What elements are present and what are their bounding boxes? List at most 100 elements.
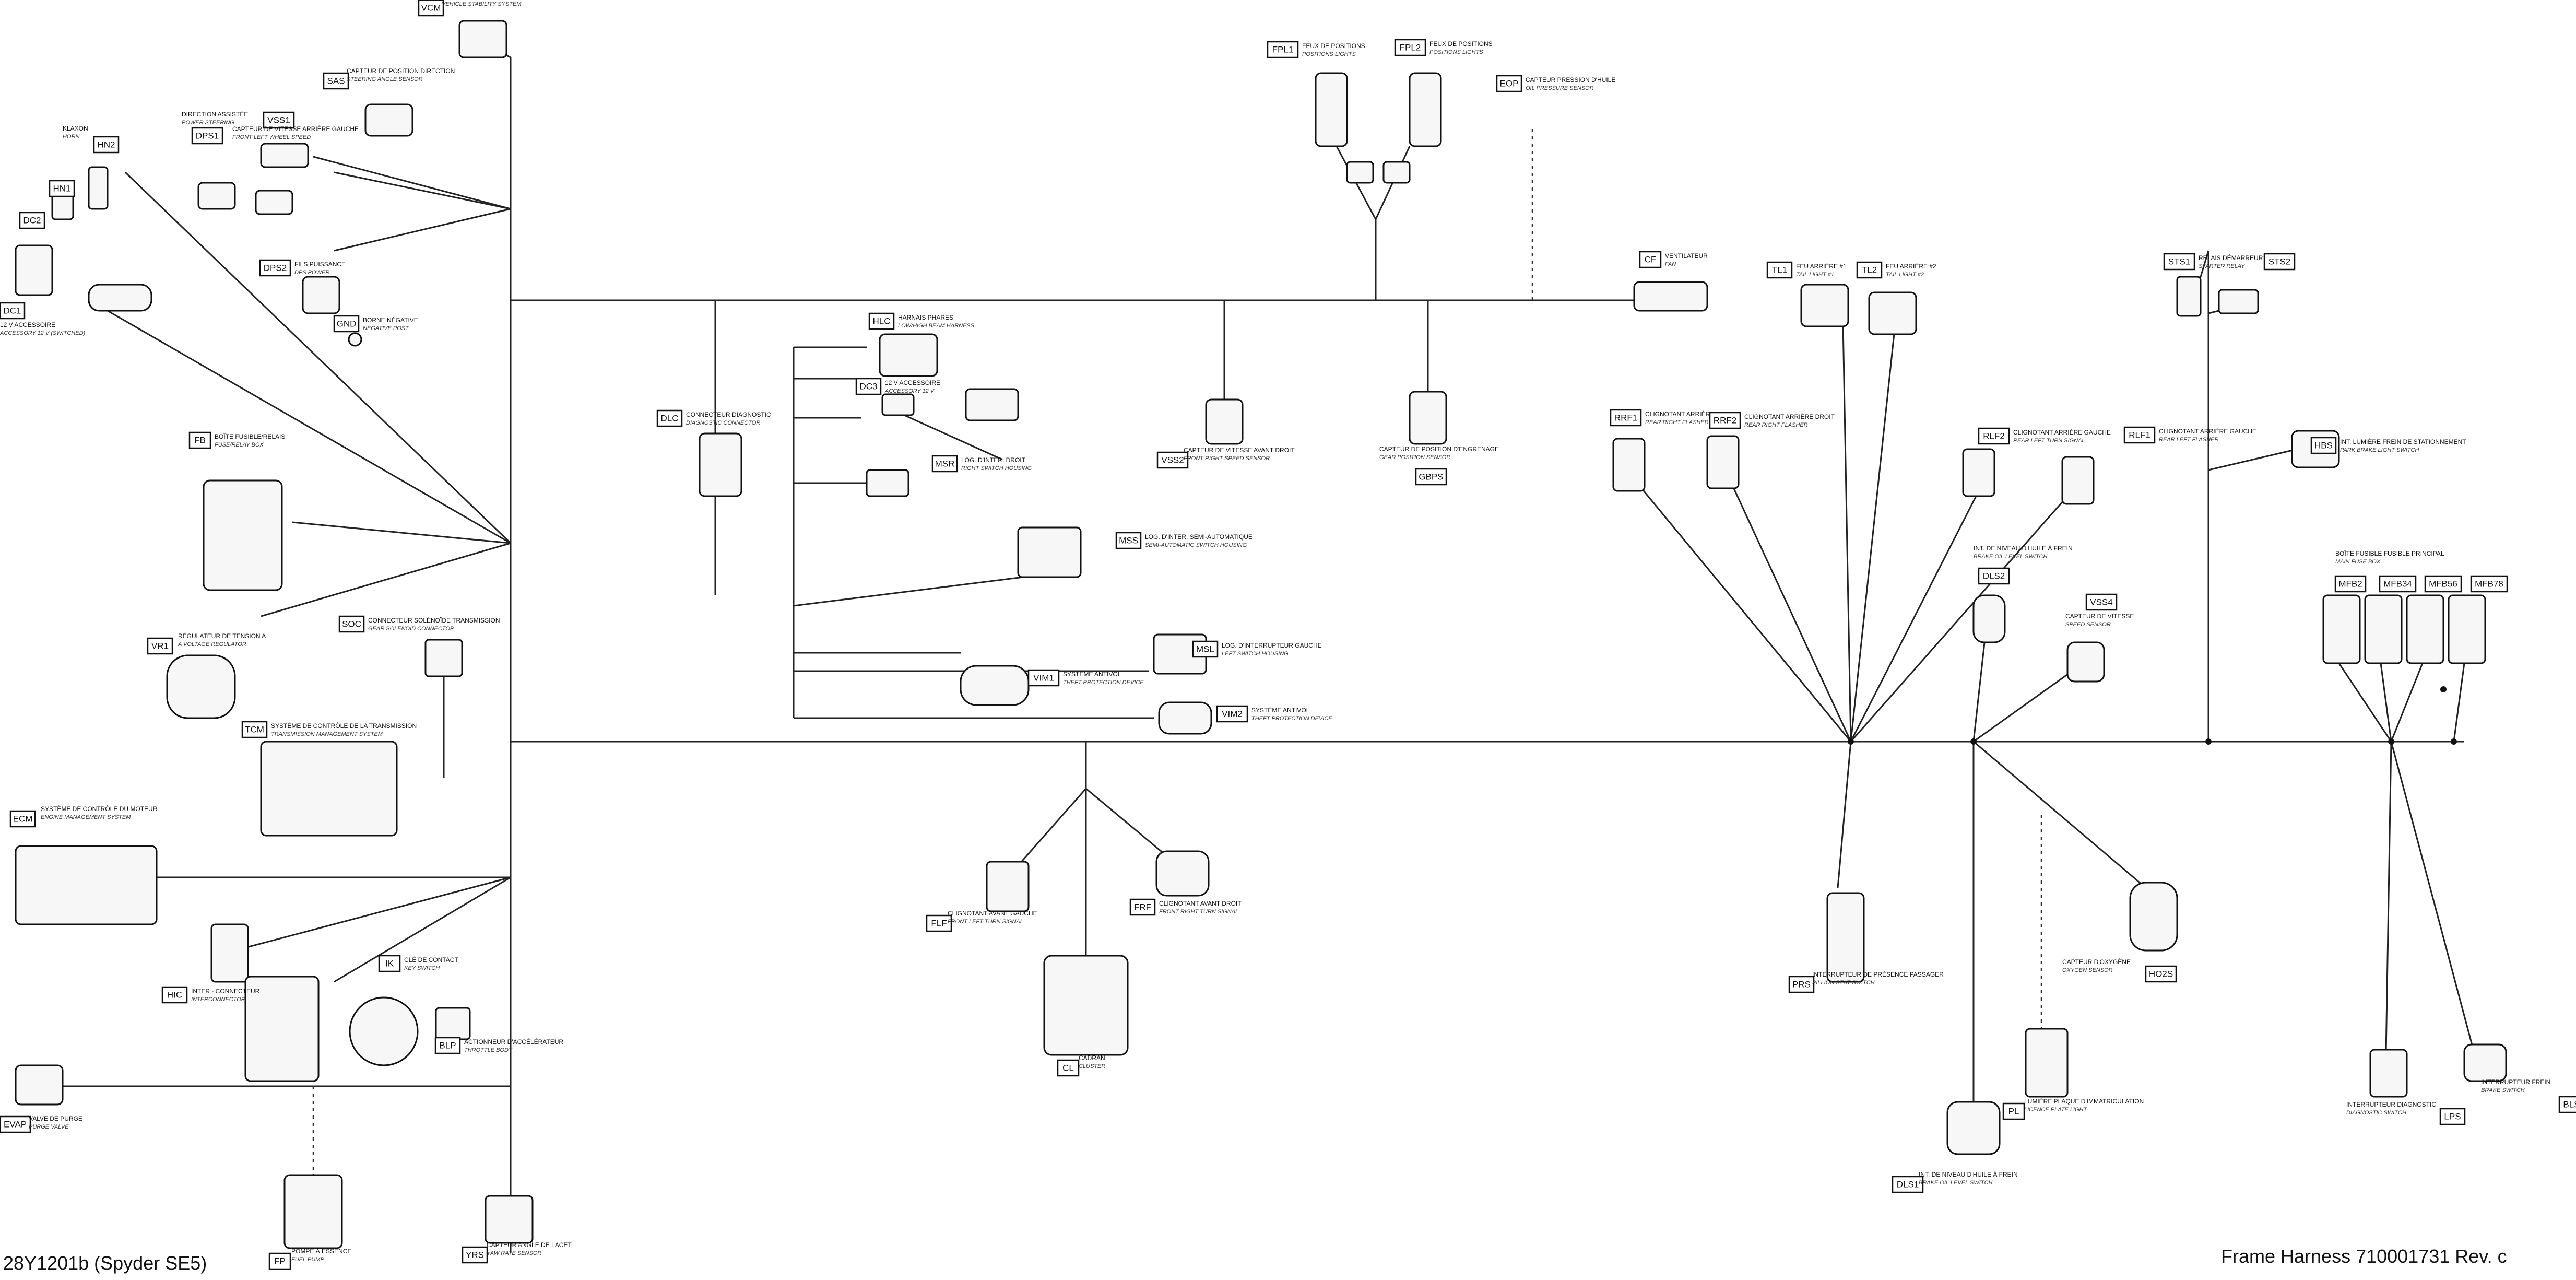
component-code: VSS4 bbox=[2090, 597, 2112, 607]
component-code: HLC bbox=[872, 316, 890, 326]
component-code: BLS bbox=[2563, 1099, 2576, 1109]
component-code-box bbox=[1856, 261, 1883, 279]
connector-icon bbox=[485, 1195, 534, 1244]
component-code: HN1 bbox=[53, 183, 70, 193]
connector-icon bbox=[435, 1007, 471, 1040]
component-code: MSS bbox=[1119, 535, 1138, 545]
component-code: DC1 bbox=[3, 306, 21, 315]
connector-icon bbox=[1205, 398, 1244, 445]
connector-icon bbox=[2448, 594, 2486, 664]
component-code: VIM2 bbox=[1222, 709, 1243, 719]
component-code-box bbox=[1978, 567, 2010, 585]
splice bbox=[1970, 738, 1977, 745]
component-label-en: POSITIONS LIGHTS bbox=[1302, 51, 1356, 57]
component-code-box bbox=[1788, 976, 1815, 993]
connector-icon bbox=[1972, 594, 2006, 643]
connector-icon bbox=[2061, 456, 2095, 505]
component-label-fr: INT. DE NIVEAU D'HUILE À FREIN bbox=[1974, 544, 2073, 552]
component-label-en: DIAGNOSTIC CONNECTOR bbox=[686, 420, 760, 426]
component-hn1: HN1 bbox=[49, 180, 75, 197]
component-label-fr: SYSTÈME ANTIVOL bbox=[1063, 670, 1121, 678]
component-label-en: LOW/HIGH BEAM HARNESS bbox=[898, 323, 975, 329]
component-code: BLP bbox=[439, 1040, 456, 1050]
component-code: MFB2 bbox=[2338, 579, 2362, 589]
component-code-box bbox=[2163, 253, 2195, 271]
component-label-fr: CLIGNOTANT AVANT DROIT bbox=[1159, 900, 1242, 907]
component-code-box bbox=[1057, 1059, 1080, 1077]
component-label-fr: HARNAIS PHARES bbox=[898, 314, 953, 321]
diagram-reference: 28Y1201b (Spyder SE5) bbox=[3, 1252, 207, 1274]
connector-icon bbox=[244, 976, 320, 1082]
component-label-en: THROTTLE BODY bbox=[464, 1047, 513, 1053]
component-label-en: GEAR POSITION SENSOR bbox=[1379, 454, 1450, 461]
component-code-box bbox=[434, 1037, 461, 1054]
connector-icon bbox=[349, 996, 419, 1066]
connector-icon bbox=[1706, 435, 1740, 489]
component-sts2: STS2 bbox=[2263, 253, 2296, 271]
connector-icon bbox=[15, 845, 158, 925]
component-code: MFB78 bbox=[2475, 579, 2503, 589]
component-label-fr: INT. DE NIVEAU D'HUILE À FREIN bbox=[1919, 1170, 2018, 1178]
connector-icon bbox=[1868, 291, 1917, 335]
connector-icon bbox=[2322, 594, 2361, 664]
component-label-fr: CAPTEUR DE VITESSE ARRIÈRE GAUCHE bbox=[232, 125, 359, 133]
component-code-box bbox=[1709, 412, 1741, 429]
component-vcm: VCMSYSTÈME DE STABILITÉ VÉHICULEVEHICLE … bbox=[418, 0, 522, 17]
component-label-en: CLUSTER bbox=[1079, 1063, 1105, 1070]
component-label-fr: KLAXON bbox=[63, 125, 88, 132]
connector-icon bbox=[2463, 1043, 2507, 1082]
component-code-box bbox=[1496, 75, 1522, 92]
component-code-box bbox=[241, 721, 268, 738]
connector-icon bbox=[197, 182, 236, 210]
component-code-box bbox=[418, 0, 444, 17]
component-label-fr: CAPTEUR PRESSION D'HUILE bbox=[1526, 76, 1615, 84]
component-code: HBS bbox=[2314, 440, 2333, 450]
component-label-en: TAIL LIGHT #2 bbox=[1886, 272, 1924, 278]
connector-icon bbox=[699, 432, 742, 497]
connector-icon bbox=[1409, 72, 1442, 147]
connector-icon bbox=[1946, 1101, 2001, 1155]
component-label-fr: CLIGNOTANT ARRIÈRE GAUCHE bbox=[2159, 427, 2256, 435]
connector-icon bbox=[302, 276, 340, 314]
harness-wires bbox=[42, 46, 2476, 1253]
component-label-fr: CAPTEUR D'OXYGÈNE bbox=[2062, 958, 2131, 966]
splice bbox=[2451, 738, 2457, 745]
splice bbox=[2205, 738, 2212, 745]
component-code-box bbox=[1610, 409, 1642, 427]
connector-icon bbox=[1633, 281, 1708, 312]
component-label-en: DIAGNOSTIC SWITCH bbox=[2346, 1110, 2406, 1116]
component-code-box bbox=[1892, 1176, 1924, 1193]
connector-icon bbox=[879, 333, 938, 377]
connector-icon bbox=[1315, 72, 1348, 147]
component-code: VCM bbox=[421, 3, 441, 13]
connector-icon bbox=[1800, 284, 1849, 327]
connector-icon bbox=[2066, 641, 2105, 683]
component-label-en: INTERCONNECTOR bbox=[191, 996, 245, 1003]
component-code: DLC bbox=[660, 413, 678, 423]
component-code: MSL bbox=[1196, 644, 1214, 654]
component-code-box bbox=[0, 302, 26, 320]
component-label-en: STARTER RELAY bbox=[2199, 263, 2245, 269]
component-label-en: REAR RIGHT FLASHER bbox=[1645, 419, 1709, 426]
component-label-fr: SYSTÈME DE CONTRÔLE DE LA TRANSMISSION bbox=[271, 722, 417, 730]
component-label-fr: VENTILATEUR bbox=[1665, 252, 1708, 260]
component-label-en: THEFT PROTECTION DEVICE bbox=[1251, 715, 1332, 722]
component-label-en: ENGINE MANAGEMENT SYSTEM bbox=[41, 814, 131, 820]
connector-icon bbox=[255, 190, 293, 215]
